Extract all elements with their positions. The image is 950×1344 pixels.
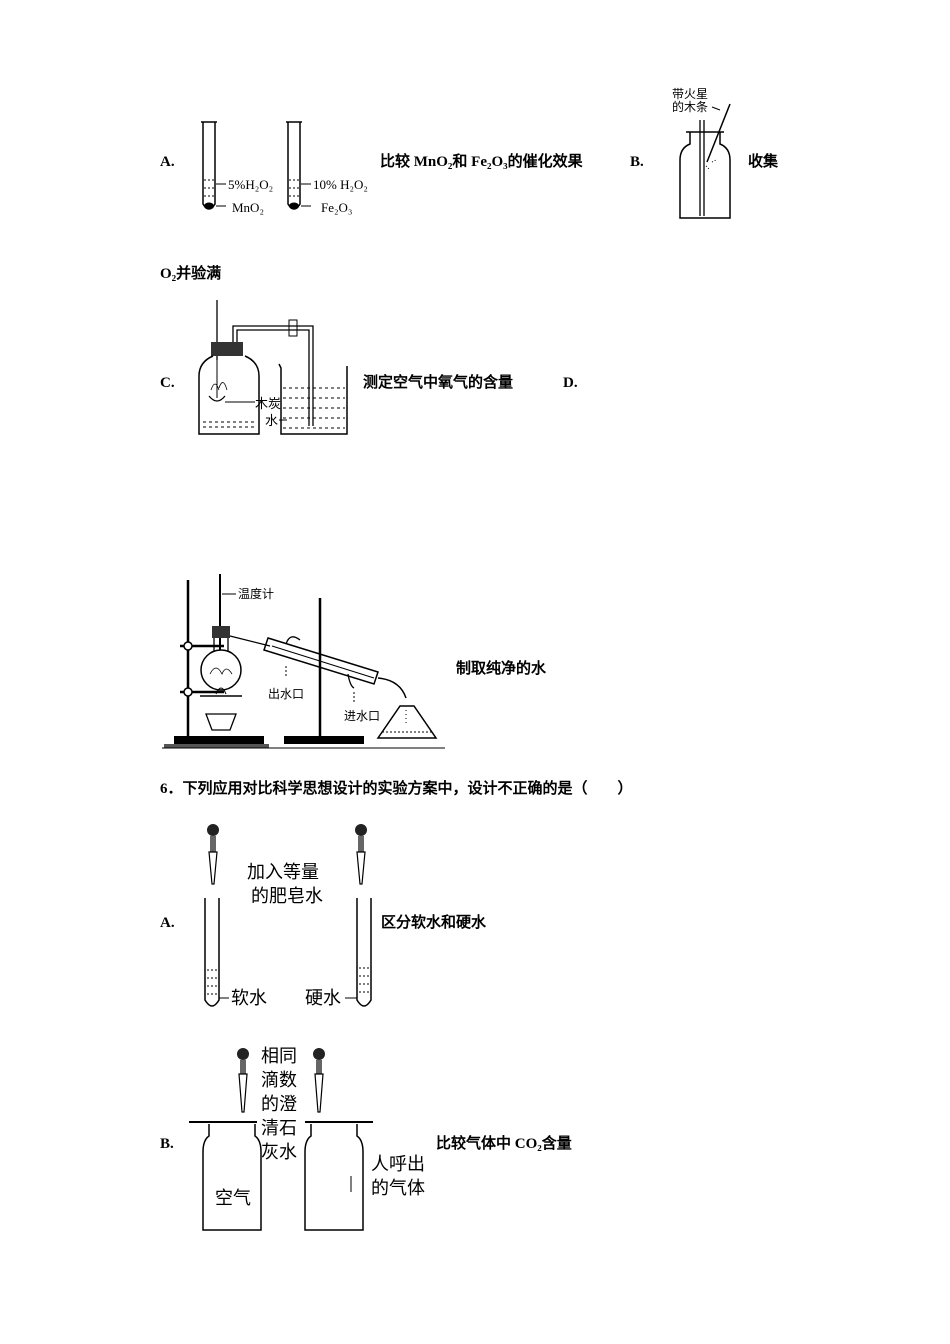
tube2-catalyst-label: Fe₂O₃ bbox=[321, 200, 352, 215]
soap-water-label-2: 的肥皂水 bbox=[251, 886, 323, 907]
drops-label-1: 相同 bbox=[261, 1046, 297, 1067]
soft-water-label: 软水 bbox=[231, 988, 267, 1009]
oxygen-content-figure: 木炭 水 bbox=[198, 300, 348, 435]
soap-water-label-1: 加入等量 bbox=[247, 862, 319, 883]
distillation-apparatus-figure: 温度计 出水口 进水口 bbox=[162, 574, 445, 749]
limewater-comparison-figure: 相同 滴数 的澄 清石 灰水 空气 人呼出 的气体 bbox=[189, 1046, 425, 1231]
drops-label-4: 清石 bbox=[261, 1118, 297, 1139]
option-d-label: D. bbox=[563, 375, 578, 391]
option-b-label: B. bbox=[630, 154, 644, 170]
tube2-solution-label: 10% H₂O₂ bbox=[313, 177, 368, 192]
option-b-description-2: O₂并验满 bbox=[160, 266, 222, 282]
soap-water-figure: 加入等量 的肥皂水 软水 硬水 bbox=[204, 824, 372, 1009]
option-a-description: 比较 MnO₂和 Fe₂O₃的催化效果 bbox=[380, 154, 583, 170]
catalyst-comparison-figure: 5%H₂O₂ MnO₂ 10% H₂O₂ Fe₂O₃ bbox=[201, 121, 368, 215]
question-6-stem: 6．下列应用对比科学思想设计的实验方案中，设计不正确的是（ ） bbox=[160, 781, 633, 797]
oxygen-collection-figure: 带火星 的木条 bbox=[672, 87, 731, 219]
thermometer-label: 温度计 bbox=[238, 586, 274, 601]
drops-label-3: 的澄 bbox=[261, 1094, 297, 1115]
wood-splint-label-2: 的木条 bbox=[672, 99, 708, 114]
option-c-description: 测定空气中氧气的含量 bbox=[363, 375, 514, 391]
tube1-solution-label: 5%H₂O₂ bbox=[228, 177, 273, 192]
exhaled-gas-label-1: 人呼出 bbox=[371, 1154, 425, 1175]
q6-option-b-label: B. bbox=[160, 1136, 174, 1152]
charcoal-label: 木炭 bbox=[255, 397, 281, 412]
air-label: 空气 bbox=[215, 1188, 251, 1209]
exhaled-gas-label-2: 的气体 bbox=[371, 1178, 425, 1199]
option-c-label: C. bbox=[160, 375, 175, 391]
q6-option-a-description: 区分软水和硬水 bbox=[381, 915, 487, 931]
q6-option-b-description: 比较气体中 CO₂含量 bbox=[436, 1136, 572, 1152]
hard-water-label: 硬水 bbox=[305, 988, 341, 1009]
water-outlet-label: 出水口 bbox=[268, 687, 304, 701]
drops-label-2: 滴数 bbox=[261, 1070, 297, 1091]
option-a-label: A. bbox=[160, 154, 175, 170]
wood-splint-label-1: 带火星 bbox=[672, 87, 708, 101]
tube1-catalyst-label: MnO₂ bbox=[232, 200, 264, 215]
drops-label-5: 灰水 bbox=[261, 1142, 297, 1163]
water-inlet-label: 进水口 bbox=[344, 709, 380, 723]
water-label: 水 bbox=[265, 414, 278, 429]
option-d-description: 制取纯净的水 bbox=[456, 661, 547, 677]
q6-option-a-label: A. bbox=[160, 915, 175, 931]
option-b-description-1: 收集 bbox=[748, 154, 779, 170]
